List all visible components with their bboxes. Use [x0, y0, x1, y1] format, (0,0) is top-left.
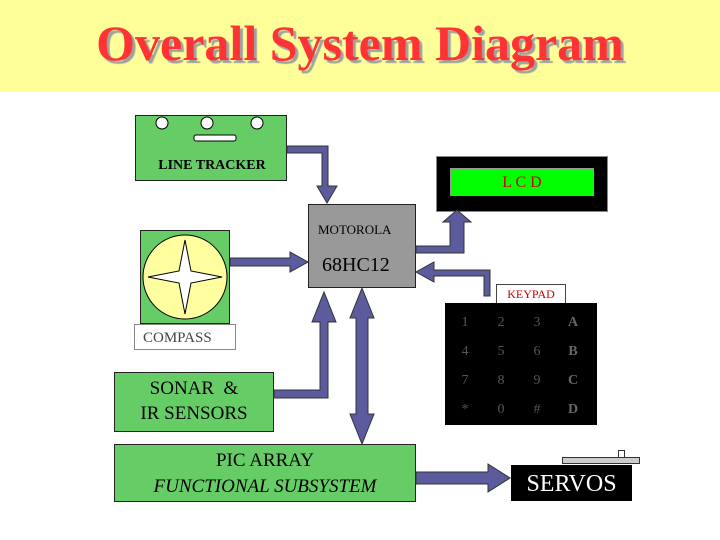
page-title: Overall System Diagram [96, 15, 624, 71]
pic-array-subtitle: FUNCTIONAL SUBSYSTEM [153, 476, 377, 497]
compass-rose-icon [142, 234, 228, 320]
servos-box: SERVOS [510, 464, 633, 502]
keypad-label: KEYPAD [496, 284, 566, 304]
pic-array-box [114, 444, 416, 502]
lcd-screen: L C D [450, 168, 594, 196]
servo-arm [562, 457, 640, 464]
keypad-key: 4 [461, 344, 469, 359]
keypad-key: 7 [461, 373, 469, 388]
keypad-key: 3 [533, 315, 541, 330]
arrow-pic-mcu-bidirectional [349, 286, 375, 446]
keypad-key: C [567, 373, 579, 388]
compass-label: COMPASS [134, 324, 236, 350]
keypad-key: 8 [497, 373, 505, 388]
pic-array-title: PIC ARRAY [215, 450, 315, 471]
arrow-mcu-to-lcd [415, 209, 473, 254]
sensors-label-line2: IR SENSORS [140, 403, 248, 424]
keypad-key: * [461, 402, 469, 417]
title-banner [0, 0, 720, 92]
arrow-compass-to-mcu [229, 251, 310, 273]
keypad-key: 2 [497, 315, 505, 330]
keypad-key: 0 [497, 402, 505, 417]
servo-shaft [618, 450, 625, 458]
keypad-body [445, 303, 597, 425]
keypad-key: D [567, 402, 579, 417]
line-tracker-sensors-icon [155, 116, 264, 142]
sensors-label-line1: SONAR & [149, 378, 239, 399]
keypad-key: B [568, 344, 578, 359]
keypad-key: # [533, 402, 541, 417]
arrow-pic-to-servos [415, 463, 511, 493]
keypad-key: A [567, 315, 579, 330]
sensors-box [114, 372, 274, 432]
keypad-key: 6 [533, 344, 541, 359]
microcontroller-model: 68HC12 [322, 254, 390, 276]
arrow-keypad-to-mcu [414, 261, 491, 297]
arrow-sensors-to-mcu [273, 290, 337, 399]
sensors-label: SONAR & IR SENSORS [114, 376, 274, 426]
arrow-line-tracker-to-mcu [286, 145, 338, 204]
keypad-key: 5 [497, 344, 505, 359]
keypad-key: 9 [533, 373, 541, 388]
line-tracker-label: LINE TRACKER [158, 158, 266, 173]
microcontroller-name: MOTOROLA [318, 222, 392, 237]
keypad-key: 1 [461, 315, 469, 330]
